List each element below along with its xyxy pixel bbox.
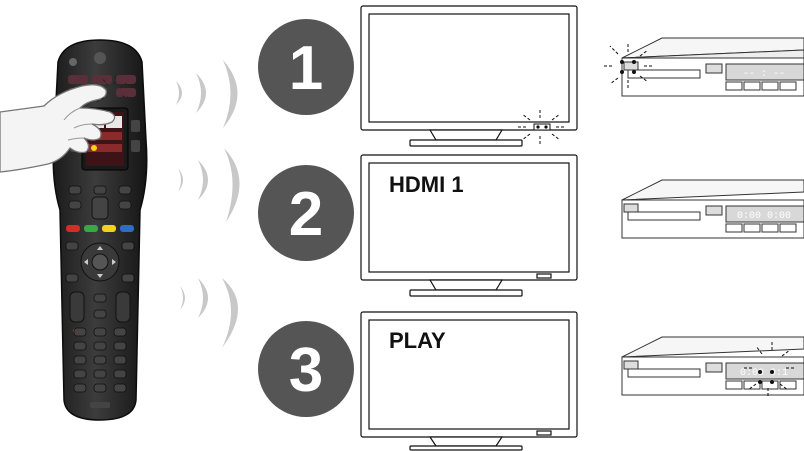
tv-2-screen-text: HDMI 1 [389, 172, 464, 198]
step-number: 1 [289, 34, 323, 103]
volume-rocker [92, 197, 108, 219]
step-badge-1: 1 [258, 19, 354, 115]
step-badge-3: 3 [258, 321, 354, 417]
dvd-display-2: 0:00 0:00 [737, 211, 791, 222]
step-number: 3 [289, 336, 323, 405]
step-badge-2: 2 [258, 165, 354, 261]
step-number: 2 [289, 180, 323, 249]
power-button [69, 58, 77, 66]
red-button [66, 225, 80, 232]
green-button [84, 225, 98, 232]
ir-signal-wave-icon [176, 60, 240, 348]
logitech-logo-icon [94, 52, 106, 64]
dvd-display-1: -- : -- [743, 69, 785, 80]
dvd-player-2 [622, 180, 804, 238]
tv-3-screen-text: PLAY [389, 328, 446, 354]
dvd-display-3: 0:00 0:1 [740, 368, 788, 379]
yellow-button [102, 225, 116, 232]
dpad [81, 243, 119, 281]
dvd-player-1 [622, 38, 804, 96]
dvd-player-3 [622, 337, 804, 395]
step-badges: 1 2 3 [258, 19, 354, 417]
blue-button [120, 225, 134, 232]
